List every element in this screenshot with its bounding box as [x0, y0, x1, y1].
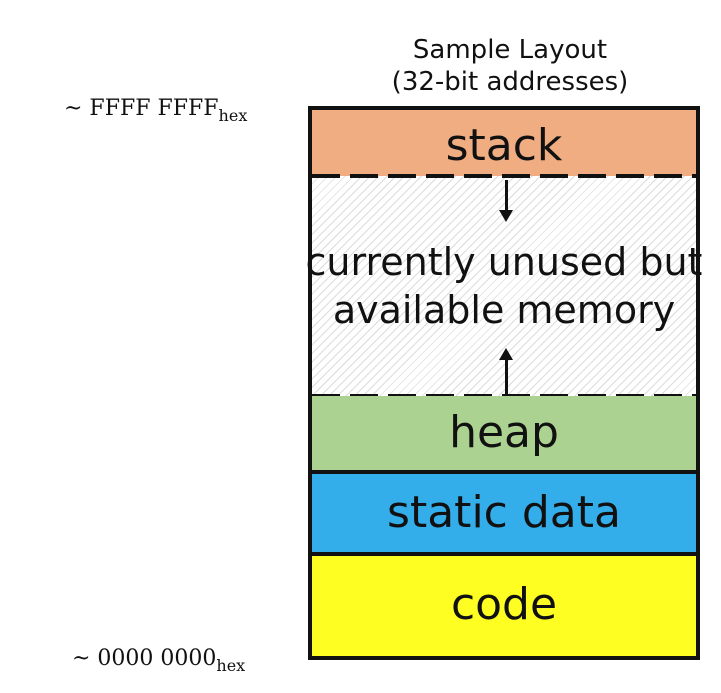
address-top-value: ~ FFFF FFFF: [64, 96, 219, 121]
static-data-region: static data: [312, 474, 696, 556]
unused-memory-label-line1: currently unused but: [305, 240, 703, 284]
address-bottom-value: ~ 0000 0000: [72, 646, 217, 671]
code-label: code: [450, 579, 558, 630]
diagram-title-line1: Sample Layout: [412, 35, 608, 65]
heap-label: heap: [449, 407, 559, 458]
heap-region: heap: [312, 396, 696, 474]
address-bottom-label: ~ 0000 0000hex: [72, 646, 245, 675]
stack-label: stack: [445, 120, 563, 171]
address-top-label: ~ FFFF FFFFhex: [64, 96, 247, 125]
memory-layout: stack currently unused but available mem…: [306, 106, 702, 660]
diagram-title: Sample Layout (32-bit addresses): [360, 34, 660, 98]
address-bottom-subscript: hex: [216, 656, 246, 675]
stack-region: stack: [312, 110, 696, 176]
diagram-title-line2: (32-bit addresses): [391, 67, 629, 97]
unused-memory-label: currently unused but available memory: [272, 238, 721, 334]
static-data-label: static data: [387, 487, 621, 538]
unused-memory-label-line2: available memory: [332, 288, 676, 332]
address-top-subscript: hex: [218, 106, 248, 125]
code-region: code: [312, 556, 696, 656]
stack-boundary-dashed-line: [312, 174, 696, 178]
